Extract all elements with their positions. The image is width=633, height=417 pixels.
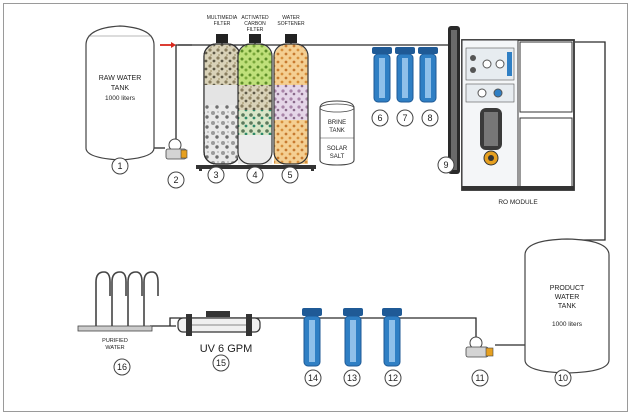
callout-14: 14 xyxy=(304,369,322,387)
raw-tank-line3: 1000 liters xyxy=(105,95,136,102)
brine-line4: SALT xyxy=(330,154,345,160)
svg-text:7: 7 xyxy=(402,113,407,123)
carbon-filter xyxy=(237,34,273,165)
ro-module: RO MODULE xyxy=(448,26,575,206)
callout-12: 12 xyxy=(384,369,402,387)
callout-13: 13 xyxy=(343,369,361,387)
inlet-arrow xyxy=(160,42,176,48)
raw-tank-line1: RAW WATER xyxy=(99,75,142,82)
callout-4: 4 xyxy=(246,166,264,184)
product-tank-line1: PRODUCT xyxy=(550,285,585,292)
delivery-pump xyxy=(465,336,494,358)
filter-labels: MULTIMEDIA FILTER ACTIVATED CARBON FILTE… xyxy=(207,15,305,33)
carbon-label-3: FILTER xyxy=(247,27,264,33)
callout-5: 5 xyxy=(281,166,299,184)
callout-2: 2 xyxy=(167,171,185,189)
svg-text:13: 13 xyxy=(347,373,357,383)
cartridge-filter-6 xyxy=(372,47,392,103)
brine-tank: BRINE TANK SOLAR SALT xyxy=(319,100,355,166)
callout-15: 15 xyxy=(212,354,230,372)
svg-text:4: 4 xyxy=(252,170,257,180)
cartridge-filter-8 xyxy=(418,47,438,103)
brine-line3: SOLAR xyxy=(327,146,348,152)
multimedia-label-2: FILTER xyxy=(214,21,231,27)
water-softener xyxy=(273,34,309,165)
svg-text:3: 3 xyxy=(213,170,218,180)
callout-1: 1 xyxy=(111,157,129,175)
callout-16: 16 xyxy=(113,358,131,376)
svg-text:15: 15 xyxy=(216,358,226,368)
carbon-label-1: ACTIVATED xyxy=(241,15,269,21)
cartridge-filter-7 xyxy=(395,47,415,103)
purified-line1: PURIFIED xyxy=(102,338,128,344)
raw-water-tank: RAW WATER TANK 1000 liters xyxy=(85,25,155,161)
multimedia-label-1: MULTIMEDIA xyxy=(207,15,238,21)
softener-label-2: SOFTENER xyxy=(277,21,305,27)
brine-line2: TANK xyxy=(329,128,345,134)
svg-text:16: 16 xyxy=(117,362,127,372)
diagram-frame xyxy=(3,3,628,412)
svg-text:9: 9 xyxy=(443,160,448,170)
callout-numbers: 1 2 3 4 5 6 7 8 9 10 11 12 13 14 15 16 xyxy=(111,109,572,387)
brine-line1: BRINE xyxy=(328,120,346,126)
callout-8: 8 xyxy=(421,109,439,127)
svg-text:12: 12 xyxy=(388,373,398,383)
raw-tank-line2: TANK xyxy=(111,85,129,92)
callout-3: 3 xyxy=(207,166,225,184)
svg-text:11: 11 xyxy=(475,373,484,383)
carbon-label-2: CARBON xyxy=(244,21,266,27)
product-tank-line4: 1000 liters xyxy=(552,321,583,328)
callout-7: 7 xyxy=(396,109,414,127)
softener-label-1: WATER xyxy=(282,15,300,21)
callout-6: 6 xyxy=(371,109,389,127)
svg-text:14: 14 xyxy=(308,373,318,383)
svg-text:10: 10 xyxy=(558,373,568,383)
svg-text:6: 6 xyxy=(377,113,382,123)
uv-sterilizer: UV 6 GPM xyxy=(177,311,261,355)
feed-pump xyxy=(165,138,188,160)
product-tank-line2: WATER xyxy=(555,294,580,301)
cartridge-filter-12 xyxy=(382,308,402,367)
callout-10: 10 xyxy=(554,369,572,387)
multimedia-filter xyxy=(203,34,241,165)
purified-line2: WATER xyxy=(105,345,124,351)
purified-water-outlet: PURIFIED WATER xyxy=(77,271,159,351)
cartridge-filter-14 xyxy=(302,308,322,367)
svg-text:8: 8 xyxy=(427,113,432,123)
callout-11: 11 xyxy=(471,369,489,387)
ro-module-label: RO MODULE xyxy=(498,199,538,206)
svg-text:2: 2 xyxy=(173,175,178,185)
cartridge-filter-13 xyxy=(343,308,363,367)
product-water-tank: PRODUCT WATER TANK 1000 liters xyxy=(524,238,610,374)
uv-label: UV 6 GPM xyxy=(200,343,253,355)
svg-text:5: 5 xyxy=(287,170,292,180)
svg-text:1: 1 xyxy=(117,161,122,171)
callout-9: 9 xyxy=(437,156,455,174)
product-tank-line3: TANK xyxy=(558,303,576,310)
